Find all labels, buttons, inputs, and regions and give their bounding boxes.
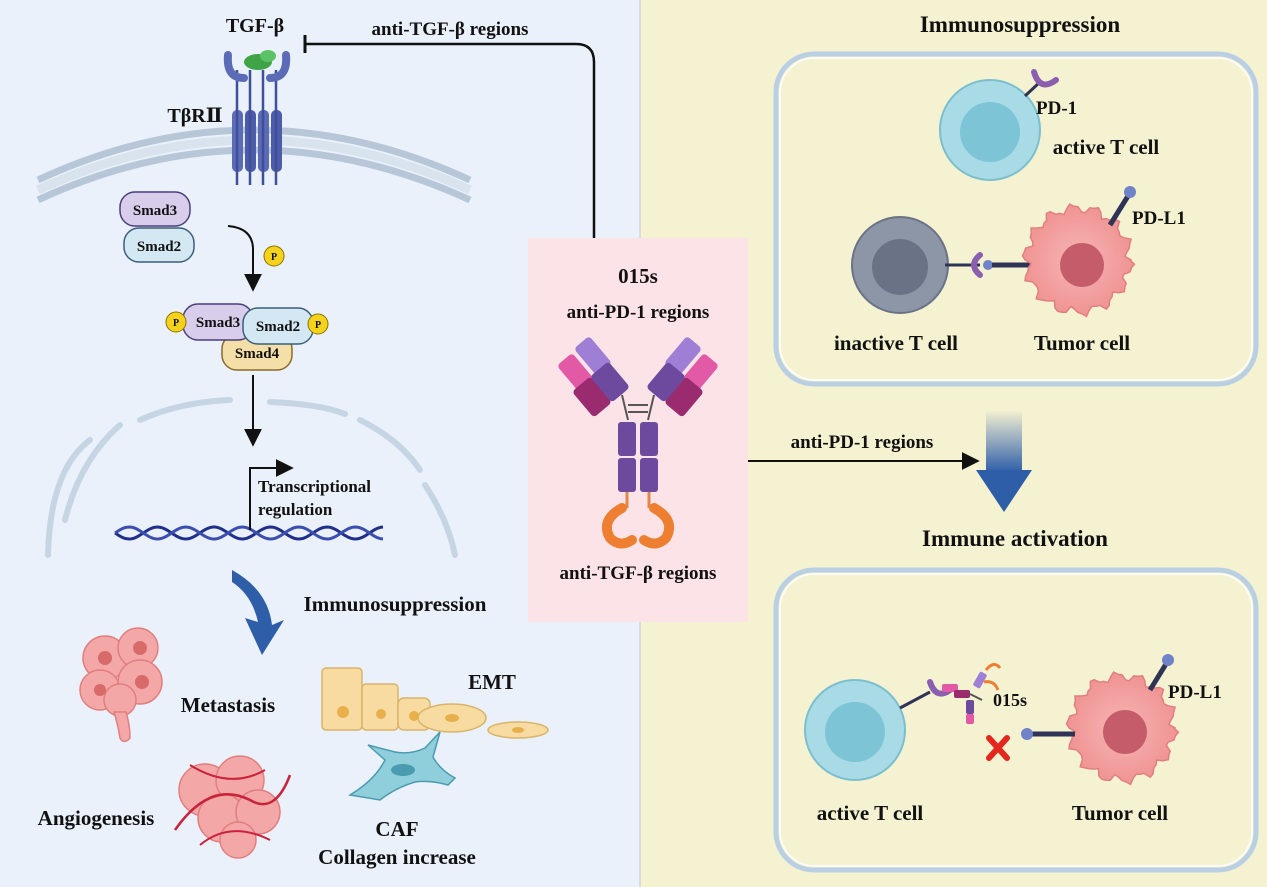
pdl1-top-icon xyxy=(1162,654,1174,666)
immune-activation-box xyxy=(773,567,1259,873)
phospho-icon xyxy=(263,245,285,267)
angiogenesis-label: Angiogenesis xyxy=(38,806,155,830)
anti-tgf-block-label: anti-TGF-β regions xyxy=(372,19,529,40)
caf-label: CAF xyxy=(375,817,418,841)
active-t-cell-2-label: active T cell xyxy=(817,801,924,825)
smad3-complex-label: Smad3 xyxy=(196,315,240,331)
immunosuppression-box xyxy=(773,51,1259,387)
smad3-label: Smad3 xyxy=(133,203,177,219)
pdl1-label: PD-L1 xyxy=(1132,208,1186,229)
bound-antibody-icon xyxy=(942,663,1002,724)
phosphorylation-arrow xyxy=(227,225,262,292)
tgf-beta-label: TGF-β xyxy=(226,15,284,37)
emt-label: EMT xyxy=(468,670,516,694)
tbr-receptor-complex xyxy=(223,50,291,185)
collagen-label: Collagen increase xyxy=(318,845,476,869)
phospho-left-icon xyxy=(165,311,187,333)
smad2-label: Smad2 xyxy=(137,239,181,255)
anti-pd1-arrow-label: anti-PD-1 regions xyxy=(791,432,934,453)
curved-down-arrow-icon xyxy=(232,570,284,655)
tumor-cell-label: Tumor cell xyxy=(1034,331,1130,355)
receptor-label: TβRⅡ xyxy=(167,105,222,127)
smad2-pill xyxy=(123,227,195,263)
emt-icon xyxy=(321,667,549,739)
anti-tgf-block-line xyxy=(305,42,596,238)
antibody-top-label: anti-PD-1 regions xyxy=(567,302,710,323)
right-bottom-heading: Immune activation xyxy=(922,526,1108,551)
drug-label: 015s xyxy=(993,690,1027,710)
antibody-title: 015s xyxy=(618,264,658,288)
smad4-label: Smad4 xyxy=(235,346,280,362)
phospho-left-label: P xyxy=(173,318,179,329)
metastasis-label: Metastasis xyxy=(181,693,275,717)
antibody-bottom-label: anti-TGF-β regions xyxy=(560,563,717,584)
inactive-t-cell-label: inactive T cell xyxy=(834,331,958,355)
transcription-line1: Transcriptional xyxy=(258,477,371,496)
active-t-cell-label: active T cell xyxy=(1053,135,1160,159)
angiogenesis-icon xyxy=(173,755,292,859)
nuclear-envelope xyxy=(45,397,458,558)
pdl1-label-2: PD-L1 xyxy=(1168,682,1222,703)
smad2-complex-label: Smad2 xyxy=(256,319,300,335)
right-top-heading: Immunosuppression xyxy=(920,12,1120,37)
bispecific-antibody-icon xyxy=(558,337,718,549)
phospho-right-label: P xyxy=(315,320,321,331)
pdl1-icon xyxy=(1124,186,1136,198)
transcription-start-arrow xyxy=(249,459,294,530)
outcome-heading: Immunosuppression xyxy=(304,592,487,616)
metastasis-icon xyxy=(79,627,163,743)
phospho-label: P xyxy=(271,252,277,263)
phospho-right-icon xyxy=(307,313,329,335)
activation-arrow-icon xyxy=(976,470,1032,512)
bispecific-antibody-box xyxy=(528,238,748,622)
block-x-icon xyxy=(986,735,1010,761)
pd1-label: PD-1 xyxy=(1036,98,1077,119)
activation-arrow-shaft xyxy=(986,410,1022,472)
transcription-line2: regulation xyxy=(258,500,333,519)
pd1-receptor-icon xyxy=(1031,69,1059,88)
smad3-pill xyxy=(119,191,191,227)
pdl1-bottom-icon xyxy=(1021,728,1033,740)
tumor-cell-2-label: Tumor cell xyxy=(1072,801,1168,825)
